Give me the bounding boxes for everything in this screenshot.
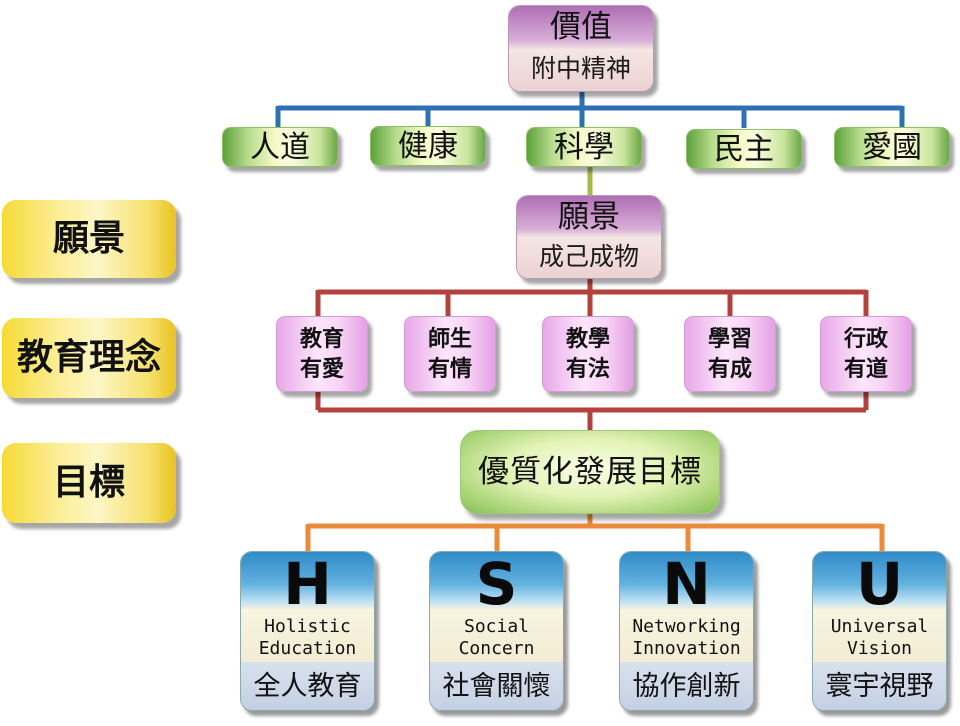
hsnu-card-u-chinese: 寰宇視野 [813, 662, 946, 710]
value-node-humanity: 人道 [222, 127, 338, 167]
hsnu-card-u: U Universal Vision 寰宇視野 [812, 551, 947, 711]
vision-title: 願景 [517, 196, 661, 237]
values-header-node: 價值 附中精神 [508, 5, 654, 92]
hsnu-card-u-letter: U [813, 552, 946, 616]
philosophy-node-3-line1: 教學 [565, 327, 610, 352]
hsnu-card-u-english-line1: Universal [830, 616, 929, 637]
hsnu-card-u-english: Universal Vision [813, 610, 946, 662]
hsnu-card-n: N Networking Innovation 協作創新 [619, 551, 754, 711]
hsnu-card-s: S Social Concern 社會關懷 [429, 551, 564, 711]
hsnu-card-u-english-line2: Vision [846, 638, 913, 659]
vision-node: 願景 成己成物 [516, 195, 662, 279]
values-header-subtitle: 附中精神 [509, 48, 653, 91]
hsnu-card-n-letter: N [620, 552, 753, 616]
hsnu-card-h-english: Holistic Education [241, 610, 374, 662]
philosophy-node-5-line2: 有道 [843, 357, 888, 382]
value-node-science: 科學 [526, 127, 642, 167]
hsnu-card-h-english-line2: Education [258, 638, 357, 659]
hsnu-card-h-english-line1: Holistic [264, 616, 351, 637]
side-label-vision: 願景 [2, 200, 176, 278]
hsnu-card-n-english-line2: Innovation [632, 638, 741, 659]
philosophy-node-3: 教學 有法 [542, 316, 634, 392]
philosophy-node-3-line2: 有法 [565, 357, 610, 382]
value-node-patriotism: 愛國 [834, 127, 950, 167]
goal-node: 優質化發展目標 [460, 430, 720, 514]
philosophy-node-1-line2: 有愛 [299, 357, 344, 382]
values-header-title: 價值 [509, 6, 653, 49]
hsnu-card-h-chinese: 全人教育 [241, 662, 374, 710]
philosophy-connectors [315, 278, 869, 432]
philosophy-node-1-line1: 教育 [299, 327, 344, 352]
hsnu-card-s-chinese: 社會關懷 [430, 662, 563, 710]
value-node-democracy: 民主 [686, 129, 802, 169]
hsnu-card-n-english: Networking Innovation [620, 610, 753, 662]
values-connectors [275, 92, 905, 128]
hsnu-card-s-english-line2: Concern [458, 638, 535, 659]
hsnu-card-s-letter: S [430, 552, 563, 616]
philosophy-node-1: 教育 有愛 [276, 316, 368, 392]
philosophy-node-5: 行政 有道 [820, 316, 912, 392]
hsnu-card-n-english-line1: Networking [632, 616, 741, 637]
value-node-health: 健康 [370, 126, 486, 166]
philosophy-node-4: 學習 有成 [684, 316, 776, 392]
hsnu-card-h-letter: H [241, 552, 374, 616]
philosophy-node-2-line2: 有情 [427, 357, 472, 382]
goal-connectors [305, 512, 885, 552]
side-label-goal: 目標 [2, 443, 176, 523]
philosophy-node-4-line2: 有成 [707, 357, 752, 382]
side-label-philosophy: 教育理念 [2, 318, 176, 398]
philosophy-node-2: 師生 有情 [404, 316, 496, 392]
hsnu-card-s-english: Social Concern [430, 610, 563, 662]
philosophy-node-4-line1: 學習 [707, 327, 752, 352]
philosophy-node-5-line1: 行政 [843, 327, 888, 352]
vision-subtitle: 成己成物 [517, 237, 661, 278]
hsnu-card-s-english-line1: Social [463, 616, 530, 637]
philosophy-node-2-line1: 師生 [427, 327, 472, 352]
hsnu-card-n-chinese: 協作創新 [620, 662, 753, 710]
hsnu-card-h: H Holistic Education 全人教育 [240, 551, 375, 711]
